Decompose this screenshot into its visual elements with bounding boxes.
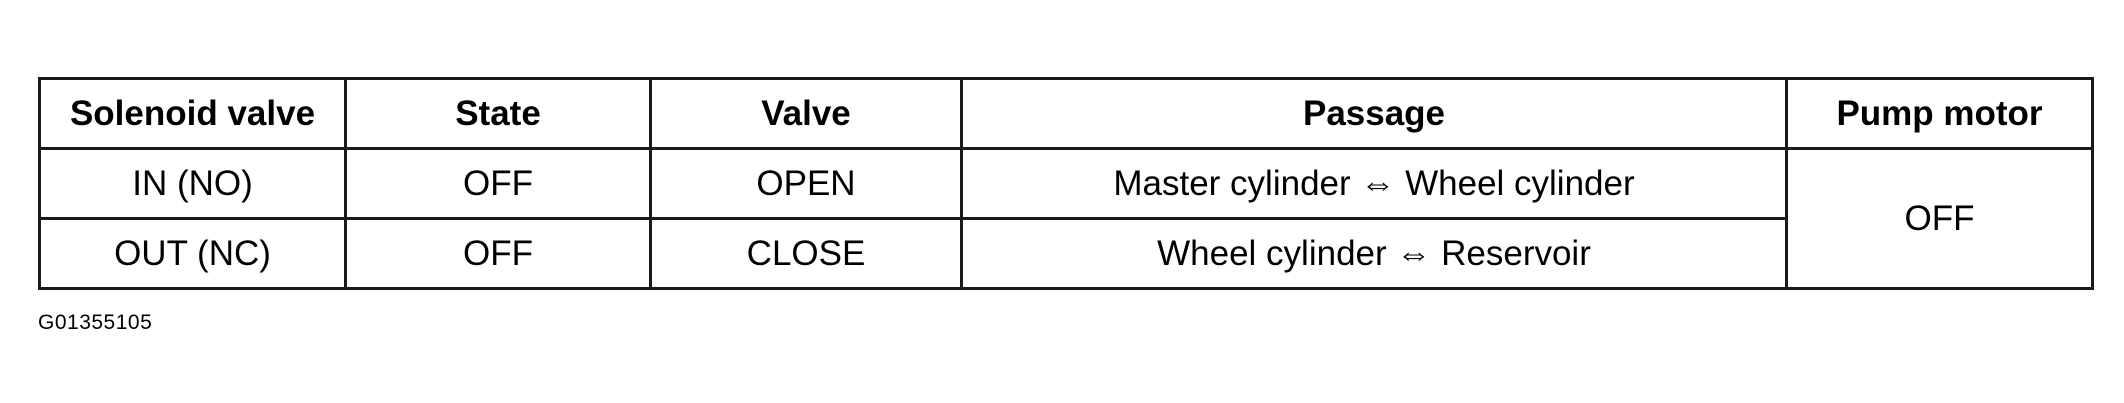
cell-passage: Master cylinder ⇔ Wheel cylinder (960, 147, 1788, 220)
header-valve: Valve (649, 77, 963, 150)
header-state: State (344, 77, 652, 150)
header-passage: Passage (960, 77, 1788, 150)
header-pump-motor: Pump motor (1785, 77, 2094, 150)
table-header-row: Solenoid valve State Valve Passage Pump … (38, 77, 2094, 150)
cell-state: OFF (344, 147, 652, 220)
table-row: OUT (NC) OFF CLOSE Wheel cylinder ⇔ Rese… (38, 217, 2093, 290)
solenoid-valve-table: Solenoid valve State Valve Passage Pump … (38, 77, 2094, 290)
cell-state: OFF (344, 217, 652, 290)
cell-solenoid-valve: IN (NO) (38, 147, 347, 220)
cell-valve: OPEN (649, 147, 963, 220)
figure-code: G01355105 (38, 311, 153, 334)
cell-pump-motor: OFF (1785, 147, 2094, 290)
cell-valve: CLOSE (649, 217, 963, 290)
cell-solenoid-valve: OUT (NC) (38, 217, 347, 290)
header-solenoid-valve: Solenoid valve (38, 77, 347, 150)
table-row: IN (NO) OFF OPEN Master cylinder ⇔ Wheel… (38, 147, 2094, 290)
cell-passage: Wheel cylinder ⇔ Reservoir (960, 217, 1788, 290)
